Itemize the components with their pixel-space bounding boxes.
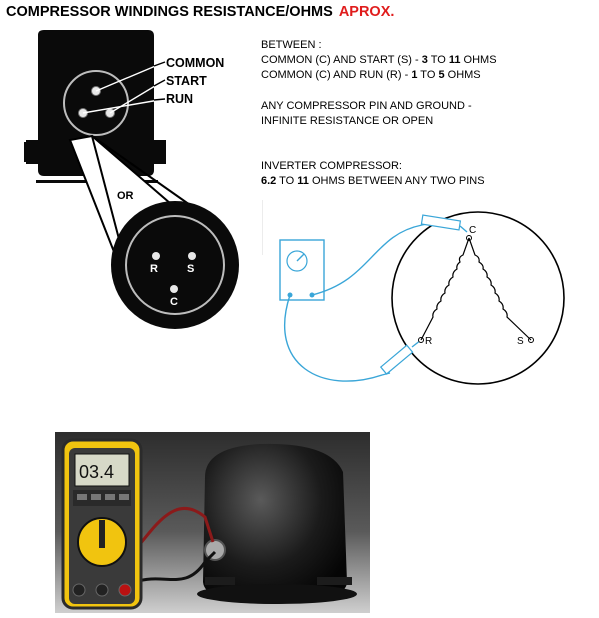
coil-start [468,237,532,341]
terminal-ring [63,70,129,136]
zoom-pin-r [152,252,160,260]
between-heading: BETWEEN : [261,39,322,51]
winding-diagram: C R S [262,200,565,385]
title-main: COMPRESSOR WINDINGS RESISTANCE/OHMS [6,4,333,20]
probe-c [420,214,462,231]
wire-to-c [311,222,433,296]
page-title: COMPRESSOR WINDINGS RESISTANCE/OHMS APROX… [6,4,394,20]
zoom-pin-c [170,285,178,293]
ground-info: ANY COMPRESSOR PIN AND GROUND - INFINITE… [261,99,472,129]
photo-meter-screen [74,453,130,487]
or-label: OR [117,190,134,202]
zoom-label-s: S [187,263,194,275]
label-start: START [166,74,207,88]
inverter-line: 6.2 TO 11 OHMS BETWEEN ANY TWO PINS [261,175,485,187]
inverter-heading: INVERTER COMPRESSOR: [261,160,402,172]
zoom-terminal-ring [125,215,225,315]
meter-photo: 03.4 [55,432,370,613]
terminal-label-r: R [425,336,432,347]
ground-line-2: INFINITE RESISTANCE OR OPEN [261,115,434,127]
common-run-line: COMMON (C) AND RUN (R) - 1 TO 5 OHMS [261,69,481,81]
label-run: RUN [166,92,193,106]
wire-to-r [284,294,391,382]
zoom-label-r: R [150,263,158,275]
photo-meter-reading: 03.4 [79,462,114,482]
zoom-label-c: C [170,296,178,308]
terminal-label-s: S [517,336,524,347]
label-common: COMMON [166,56,224,70]
zoom-pin-s [188,252,196,260]
common-start-line: COMMON (C) AND START (S) - 3 TO 11 OHMS [261,54,497,66]
terminal-label-c: C [469,225,476,236]
compressor-pin-diagram: COMMON START RUN OR R S C [24,30,239,329]
probe-r [379,344,414,375]
ground-line-1: ANY COMPRESSOR PIN AND GROUND - [261,100,472,112]
motor-circle [391,211,565,385]
coil-run [420,237,470,341]
inverter-info: INVERTER COMPRESSOR: 6.2 TO 11 OHMS BETW… [261,159,485,189]
resistance-info: BETWEEN : COMMON (C) AND START (S) - 3 T… [261,38,497,83]
photo-compressor [203,443,347,604]
title-note: APROX. [338,4,395,20]
